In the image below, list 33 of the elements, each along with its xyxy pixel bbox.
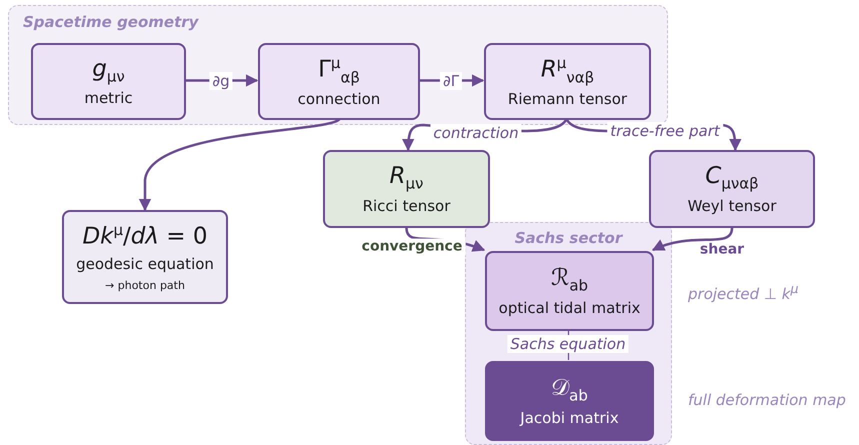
node-label: Jacobi matrix	[520, 408, 619, 427]
annotation: projected ⊥ k$^{μ}$	[688, 281, 798, 303]
edge-label: ∂g	[209, 72, 233, 90]
annotation: full deformation map	[688, 391, 846, 409]
math-symbol: ℛ$_{ab}$	[550, 265, 588, 295]
math-symbol: C$_{μναβ}$	[705, 163, 759, 193]
process-box	[323, 150, 490, 228]
node-label: metric	[84, 89, 133, 108]
process-box	[31, 43, 186, 120]
group-title: Spacetime geometry	[23, 13, 198, 31]
group-panel	[465, 222, 672, 445]
node-label: Weyl tensor	[688, 196, 776, 215]
process-box	[649, 150, 815, 228]
arrow	[138, 118, 340, 212]
math-symbol: g$_{μν}$	[92, 56, 125, 86]
node-note: → photon path	[105, 278, 185, 292]
process-box	[62, 210, 228, 304]
process-box	[485, 361, 654, 441]
process-box	[258, 43, 420, 120]
node-label: Riemann tensor	[508, 90, 628, 108]
math-symbol: Dk$^{μ}$/dλ = 0	[82, 222, 208, 251]
node-label: connection	[298, 90, 380, 108]
node-label: Ricci tensor	[362, 196, 450, 215]
node-label: optical tidal matrix	[498, 298, 640, 317]
edge-label: ∂Γ	[440, 72, 462, 90]
group-panel	[8, 5, 668, 125]
process-box	[484, 43, 651, 120]
math-symbol: R$_{μν}$	[390, 163, 424, 193]
edge-label: trace-free part	[607, 122, 723, 140]
node-label: geodesic equation	[76, 254, 214, 273]
group-title: Sachs sector	[514, 229, 622, 247]
math-symbol: 𝒟$_{ab}$	[551, 375, 588, 405]
process-box	[485, 251, 654, 331]
